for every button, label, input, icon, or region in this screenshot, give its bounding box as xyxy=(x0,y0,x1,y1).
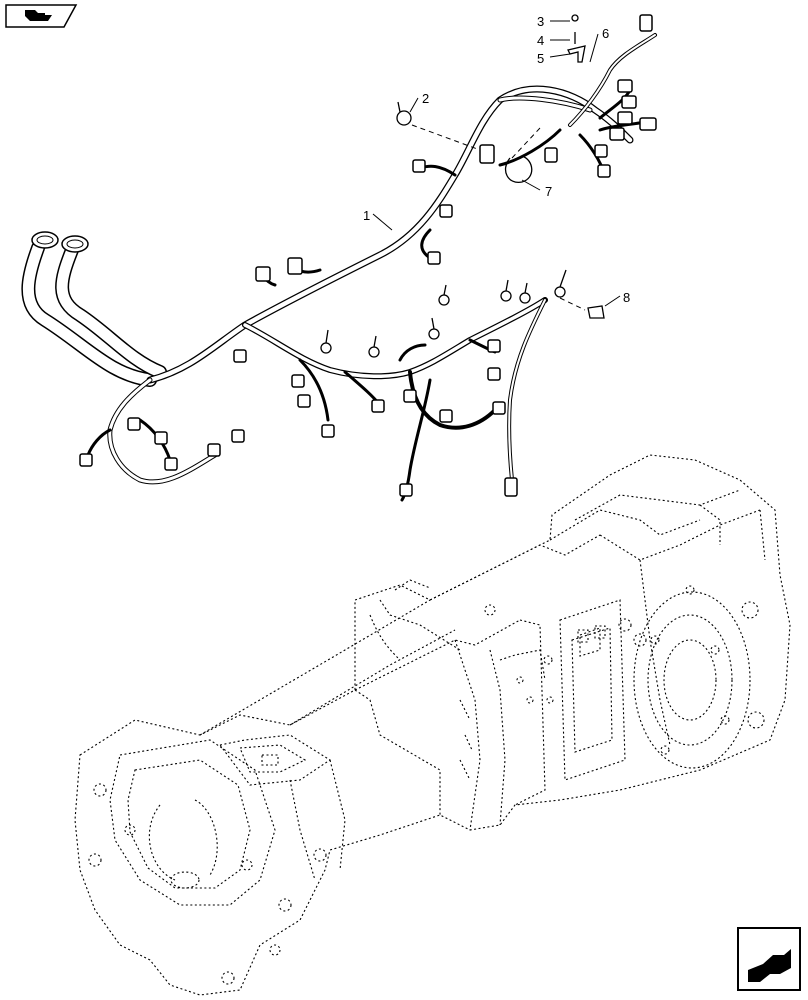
transmission-housing xyxy=(74,454,791,996)
callout-4: 4 xyxy=(537,33,544,48)
callout-1: 1 xyxy=(363,208,370,223)
callout-leaders xyxy=(372,20,621,311)
callout-5: 5 xyxy=(537,51,544,66)
callout-7: 7 xyxy=(545,184,552,199)
callout-8: 8 xyxy=(623,290,630,305)
book-arrow-icon xyxy=(25,10,52,21)
harness-clips xyxy=(320,14,605,358)
top-nav-button[interactable] xyxy=(5,4,78,28)
callout-labels: 1 2 3 4 5 6 7 8 xyxy=(363,14,630,305)
callout-3: 3 xyxy=(537,14,544,29)
callout-2: 2 xyxy=(422,91,429,106)
next-page-arrow-icon xyxy=(748,949,791,982)
next-page-button[interactable] xyxy=(737,927,801,991)
callout-6: 6 xyxy=(602,26,609,41)
harness-connectors xyxy=(79,14,657,497)
wiring-harness xyxy=(21,33,657,502)
